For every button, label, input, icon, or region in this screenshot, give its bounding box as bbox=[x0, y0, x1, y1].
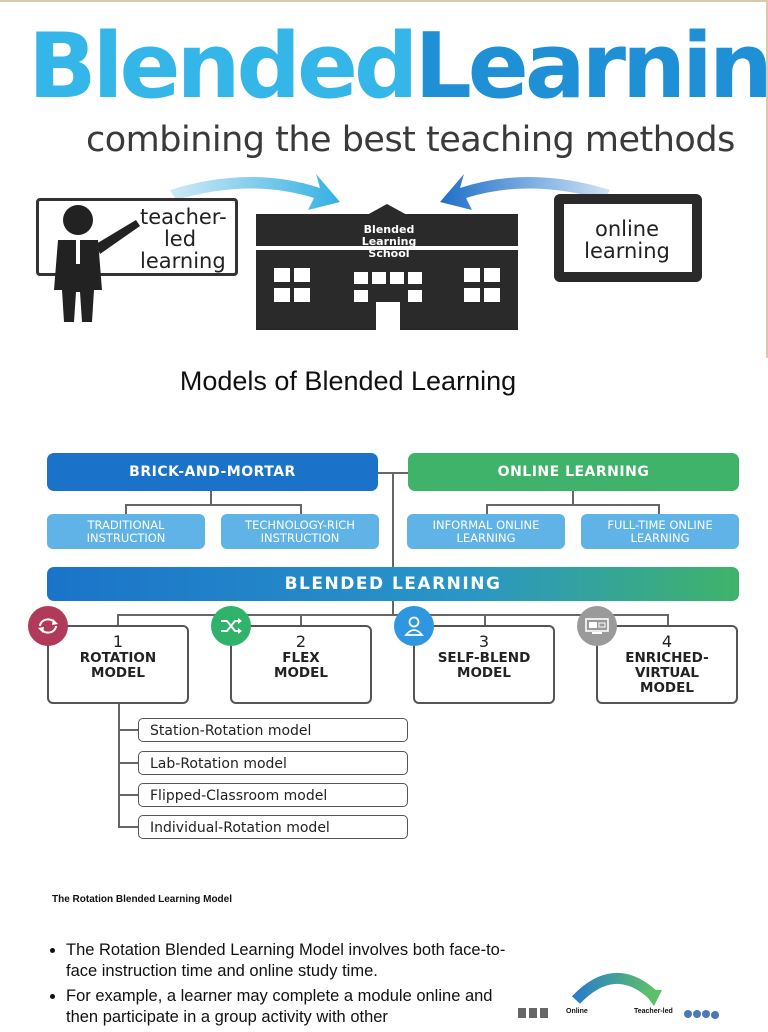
connector-line bbox=[118, 729, 138, 731]
model-box-flex: 2 FLEX MODEL bbox=[230, 625, 372, 704]
page-heading: Models of Blended Learning bbox=[179, 366, 517, 396]
list-item: The Rotation Blended Learning Model invo… bbox=[66, 940, 516, 982]
school-label: Blended Learning School bbox=[361, 223, 417, 260]
informal-online-box: INFORMAL ONLINE LEARNING bbox=[407, 514, 565, 549]
blended-learning-bar: BLENDED LEARNING bbox=[47, 567, 739, 601]
laptop-icon bbox=[554, 194, 702, 282]
connector-line bbox=[118, 702, 120, 828]
connector-line bbox=[392, 472, 394, 568]
model-box-enriched-virtual: 4 ENRICHED-VIRTUAL MODEL bbox=[596, 625, 738, 704]
online-learning-bar: ONLINE LEARNING bbox=[408, 453, 739, 491]
technology-rich-box: TECHNOLOGY-RICH INSTRUCTION bbox=[221, 514, 379, 549]
flex-shuffle-icon bbox=[211, 606, 251, 646]
connector-line bbox=[117, 614, 669, 616]
teacher-led-label: teacher- led learning bbox=[140, 205, 227, 273]
connector-line bbox=[210, 490, 212, 504]
fulltime-online-box: FULL-TIME ONLINE LEARNING bbox=[581, 514, 739, 549]
enriched-virtual-screen-icon bbox=[577, 606, 617, 646]
connector-line bbox=[118, 762, 138, 764]
rotation-section-title: The Rotation Blended Learning Model bbox=[52, 894, 232, 905]
traditional-instruction-box: TRADITIONAL INSTRUCTION bbox=[47, 514, 205, 549]
connector-line bbox=[658, 504, 660, 514]
rotation-bullet-list: The Rotation Blended Learning Model invo… bbox=[44, 940, 516, 1032]
connector-line bbox=[392, 600, 394, 614]
list-item: For example, a learner may complete a mo… bbox=[66, 986, 516, 1028]
connector-line bbox=[484, 614, 486, 626]
connector-line bbox=[378, 472, 408, 474]
connector-line bbox=[486, 504, 488, 514]
teacher-icon bbox=[54, 205, 140, 322]
rotation-cycle-icon bbox=[28, 606, 68, 646]
connector-line bbox=[125, 504, 301, 506]
connector-line bbox=[486, 504, 660, 506]
sub-model-station-rotation: Station-Rotation model bbox=[138, 718, 408, 742]
thumb-teacher-label: Teacher-led bbox=[634, 1008, 673, 1015]
thumb-online-label: Online bbox=[566, 1008, 588, 1015]
rotation-thumbnail: Online Teacher-led bbox=[496, 946, 732, 1024]
online-learning-label: online learning bbox=[584, 217, 670, 263]
connector-line bbox=[572, 490, 574, 504]
connector-line bbox=[117, 614, 119, 626]
sub-model-individual-rotation: Individual-Rotation model bbox=[138, 815, 408, 839]
model-box-self-blend: 3 SELF-BLEND MODEL bbox=[413, 625, 555, 704]
connector-line bbox=[300, 504, 302, 514]
self-blend-person-icon bbox=[394, 606, 434, 646]
sub-model-lab-rotation: Lab-Rotation model bbox=[138, 751, 408, 775]
sub-model-flipped-classroom: Flipped-Classroom model bbox=[138, 783, 408, 807]
curved-arrows-icon bbox=[170, 174, 610, 210]
connector-line bbox=[300, 614, 302, 626]
school-icon bbox=[256, 204, 518, 330]
banner-subtitle: combining the best teaching methods bbox=[86, 120, 735, 160]
connector-line bbox=[667, 614, 669, 626]
connector-line bbox=[118, 826, 138, 828]
connector-line bbox=[125, 504, 127, 514]
connector-line bbox=[118, 794, 138, 796]
rotation-arrow-icon bbox=[518, 973, 719, 1019]
brick-and-mortar-bar: BRICK-AND-MORTAR bbox=[47, 453, 378, 491]
model-box-rotation: 1 ROTATION MODEL bbox=[47, 625, 189, 704]
